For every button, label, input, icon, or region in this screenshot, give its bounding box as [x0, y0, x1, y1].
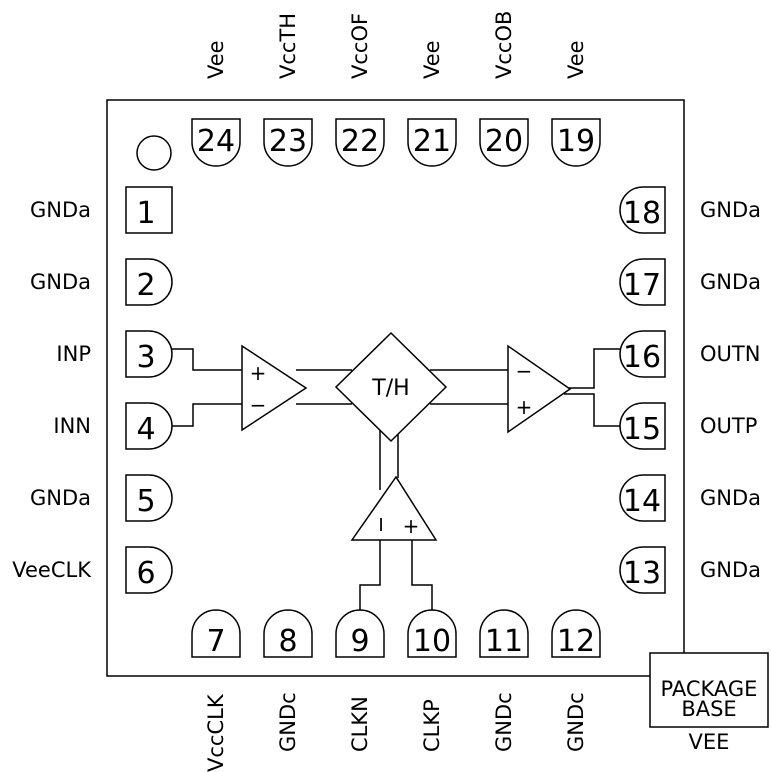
pin-21: 21	[407, 118, 457, 167]
pin-number: 10	[413, 624, 451, 659]
pin-17: 17	[619, 258, 666, 306]
pin-label: Vee	[564, 40, 588, 79]
track-hold-label: T/H	[371, 376, 409, 401]
pin-9: 9	[335, 609, 385, 659]
pin-16: 16	[619, 330, 666, 378]
pin-22: 22	[335, 118, 385, 167]
pin-number: 17	[623, 268, 661, 303]
pin-5: 5	[125, 474, 173, 522]
pin-label: VccCLK	[204, 693, 228, 772]
minus-sign: −	[250, 393, 267, 417]
pin-number: 20	[485, 124, 523, 159]
pin-number: 13	[623, 556, 661, 591]
pin-14: 14	[619, 474, 666, 522]
track-hold-block: T/H	[334, 331, 448, 443]
pin-label: INN	[53, 414, 91, 438]
pin-label: OUTP	[700, 414, 757, 438]
pin-number: 19	[557, 124, 595, 159]
pin-8: 8	[263, 609, 313, 659]
pin-6: 6	[125, 546, 173, 594]
pin-label: GNDa	[30, 486, 91, 510]
pin-label: INP	[56, 342, 91, 366]
pin-number: 11	[485, 624, 523, 659]
pin-label: GNDa	[700, 198, 761, 222]
pin-19: 19	[551, 118, 601, 167]
pin-label: GNDa	[30, 270, 91, 294]
plus-sign: +	[516, 395, 533, 419]
pin-number: 7	[206, 624, 225, 659]
pin-11: 11	[479, 609, 529, 659]
pin-label: GNDc	[564, 692, 588, 752]
package-base-label: BASE	[681, 697, 736, 721]
pin-label: OUTN	[700, 342, 760, 366]
pin-label: GNDc	[276, 692, 300, 752]
pin-label: GNDa	[700, 558, 761, 582]
pin-number: 9	[350, 624, 369, 659]
package-base-net: VEE	[689, 730, 730, 754]
pin1-indicator	[136, 135, 172, 171]
pin-label: VccOF	[348, 13, 372, 79]
pin-number: 16	[623, 340, 661, 375]
pin-20: 20	[479, 118, 529, 167]
pin-label: CLKP	[420, 699, 444, 752]
pin-number: 12	[557, 624, 595, 659]
pin-label: GNDc	[492, 692, 516, 752]
plus-sign: +	[250, 361, 267, 385]
pin-15: 15	[619, 402, 666, 450]
minus-sign: I	[378, 515, 383, 536]
clock-amplifier: I +	[350, 475, 438, 541]
output-amplifier: − +	[507, 344, 572, 434]
pin-label: VccOB	[492, 11, 516, 79]
pin-label: Vee	[204, 40, 228, 79]
pin-18: 18	[619, 186, 666, 234]
pin-number: 14	[623, 484, 661, 519]
pin-number: 1	[136, 196, 155, 231]
pin-label: GNDa	[700, 486, 761, 510]
pin-7: 7	[191, 609, 241, 659]
minus-sign: −	[516, 359, 533, 383]
pin-number: 4	[136, 412, 155, 447]
pin-number: 24	[197, 124, 235, 159]
pin-number: 5	[136, 484, 155, 519]
pin-number: 6	[136, 556, 155, 591]
pin-label: CLKN	[348, 696, 372, 752]
pin-number: 2	[136, 268, 155, 303]
pin-number: 22	[341, 124, 379, 159]
pin-4: 4	[125, 402, 173, 450]
package-outline	[106, 99, 685, 677]
plus-sign: +	[403, 514, 420, 538]
input-amplifier: + −	[241, 344, 308, 432]
pin-label: GNDa	[30, 198, 91, 222]
pin-label: VccTH	[276, 13, 300, 79]
pin-23: 23	[263, 118, 313, 167]
pin-label: VeeCLK	[12, 558, 92, 582]
package-base: PACKAGE BASE VEE	[649, 652, 769, 754]
pin-24: 24	[191, 118, 241, 167]
pin-label: Vee	[420, 40, 444, 79]
pin-number: 8	[278, 624, 297, 659]
pin-1: 1	[125, 186, 173, 234]
pin-label: GNDa	[700, 270, 761, 294]
pin-number: 3	[136, 340, 155, 375]
pin-12: 12	[551, 609, 601, 659]
pin-number: 23	[269, 124, 307, 159]
pin-13: 13	[619, 546, 666, 594]
package-base-label: PACKAGE	[661, 677, 758, 701]
pin-2: 2	[125, 258, 173, 306]
wiring	[172, 348, 620, 610]
pin-number: 21	[413, 124, 451, 159]
pin-3: 3	[125, 330, 173, 378]
pin-number: 15	[623, 412, 661, 447]
pin-number: 18	[623, 196, 661, 231]
pin-10: 10	[407, 609, 457, 659]
